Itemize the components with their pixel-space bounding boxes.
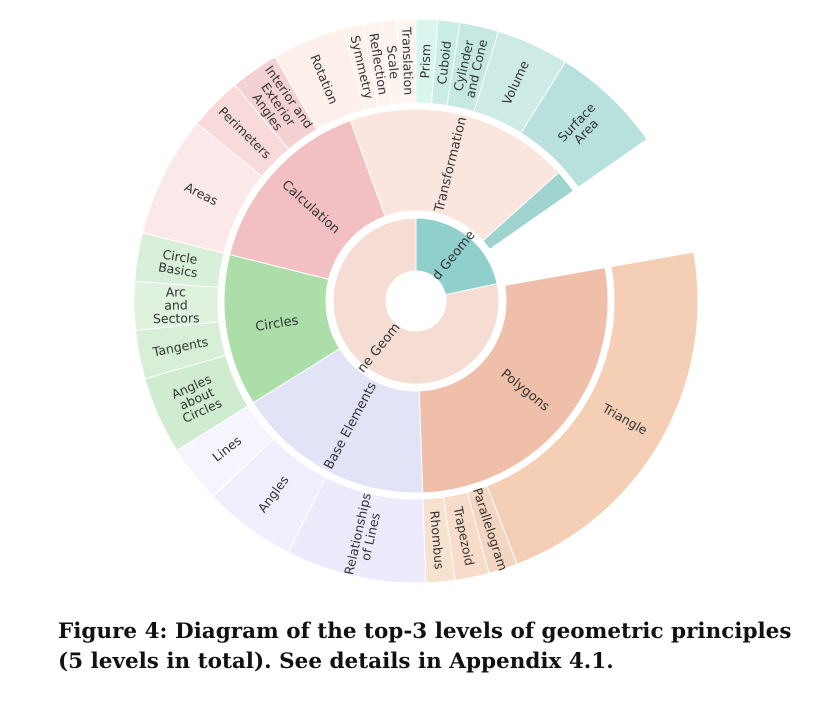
label-circles: Circles	[254, 313, 299, 335]
segment-calculation[interactable]	[229, 119, 386, 280]
label-arc-and-sectors: ArcandSectors	[152, 284, 199, 326]
segment-surface-area[interactable]	[520, 61, 648, 189]
label-cuboid: Cuboid	[434, 40, 454, 85]
label-translation: Translation	[399, 26, 416, 96]
label-prism: Prism	[417, 44, 433, 79]
center-hole	[386, 271, 446, 331]
label-circle-basics: CircleBasics	[157, 246, 201, 280]
segment-base-elements[interactable]	[252, 348, 424, 494]
label-rhombus: Rhombus	[427, 510, 447, 570]
segment-transformation[interactable]	[349, 108, 560, 242]
label-scale: Scale	[384, 45, 402, 80]
segment-translation[interactable]	[395, 18, 417, 105]
segment-polygons[interactable]	[418, 267, 609, 494]
figure-caption: Figure 4: Diagram of the top-3 levels of…	[58, 619, 792, 674]
